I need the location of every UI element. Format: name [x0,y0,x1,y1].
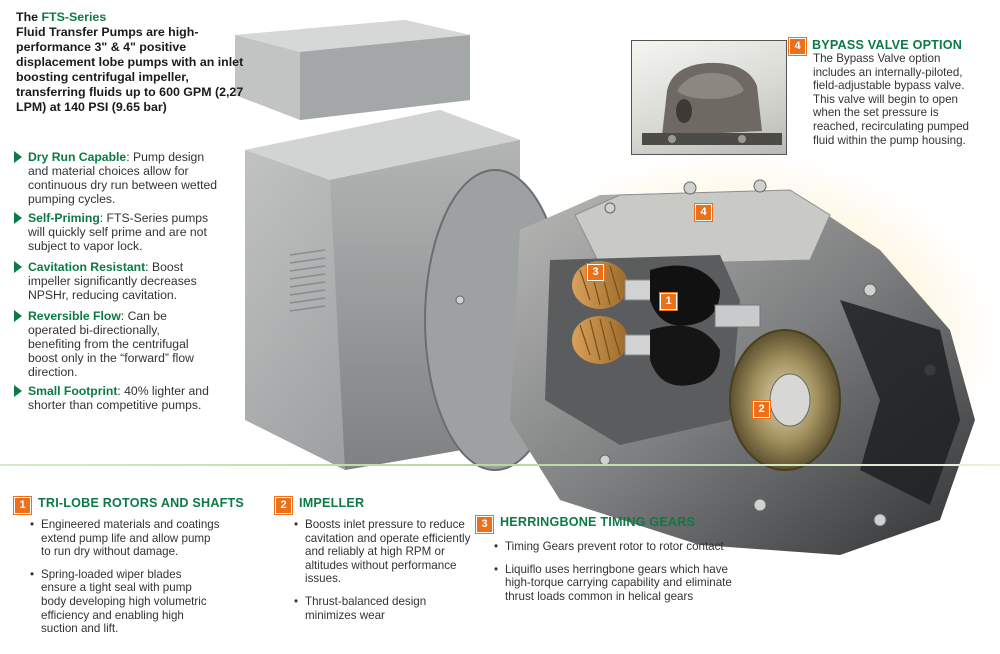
bypass-number: 4 [789,38,806,55]
list-item: Engineered materials and coatings extend… [30,518,220,559]
feature-text: : Can be operated bi-directionally, bene… [28,309,194,379]
section-2-list: Boosts inlet pressure to reduce cavitati… [294,518,479,631]
section-1-title: TRI-LOBE ROTORS AND SHAFTS [38,496,244,510]
intro-block: The FTS-Series Fluid Transfer Pumps are … [16,10,246,115]
arrow-icon [14,310,22,322]
bypass-valve-photo [631,40,787,155]
section-3-number: 3 [476,516,493,533]
list-item: Thrust-balanced design minimizes wear [294,595,479,622]
list-item: Boosts inlet pressure to reduce cavitati… [294,518,479,586]
list-item: Liquiflo uses herringbone gears which ha… [494,563,749,604]
feature-self-priming: Self-Priming: FTS-Series pumps will quic… [14,211,224,253]
section-divider [0,464,1000,466]
intro-prefix: The [16,10,42,24]
bypass-title: BYPASS VALVE OPTION [812,38,963,52]
feature-text: : Boost impeller significantly decreases… [28,260,197,302]
feature-title: Reversible Flow [28,309,121,323]
arrow-icon [14,151,22,163]
section-3-list: Timing Gears prevent rotor to rotor cont… [494,540,749,612]
callout-4: 4 [695,204,712,221]
list-item: Spring-loaded wiper blades ensure a tigh… [30,568,220,636]
feature-text: : Pump design and material choices allow… [28,150,218,206]
feature-title: Dry Run Capable [28,150,127,164]
section-3-title: HERRINGBONE TIMING GEARS [500,515,696,529]
intro-text: Fluid Transfer Pumps are high-performanc… [16,25,244,114]
arrow-icon [14,212,22,224]
feature-footprint: Small Footprint: 40% lighter and shorter… [14,384,229,412]
feature-reversible: Reversible Flow: Can be operated bi-dire… [14,309,214,379]
section-1-number: 1 [14,497,31,514]
arrow-icon [14,385,22,397]
bypass-valve-image [642,62,782,145]
callout-1: 1 [660,293,677,310]
pump-illustration [235,20,975,555]
feature-title: Self-Priming [28,211,100,225]
feature-dry-run: Dry Run Capable: Pump design and materia… [14,150,224,206]
list-item: Timing Gears prevent rotor to rotor cont… [494,540,749,554]
section-1-list: Engineered materials and coatings extend… [30,518,220,645]
intro-series: FTS-Series [41,10,107,24]
feature-title: Cavitation Resistant [28,260,146,274]
bypass-text: The Bypass Valve option includes an inte… [813,52,969,147]
feature-cavitation: Cavitation Resistant: Boost impeller sig… [14,260,224,302]
feature-text: : FTS-Series pumps will quickly self pri… [28,211,209,253]
section-2-number: 2 [275,497,292,514]
feature-text: : 40% lighter and shorter than competiti… [28,384,209,412]
callout-2: 2 [753,401,770,418]
callout-3: 3 [587,264,604,281]
feature-title: Small Footprint [28,384,118,398]
arrow-icon [14,261,22,273]
section-2-title: IMPELLER [299,496,365,510]
